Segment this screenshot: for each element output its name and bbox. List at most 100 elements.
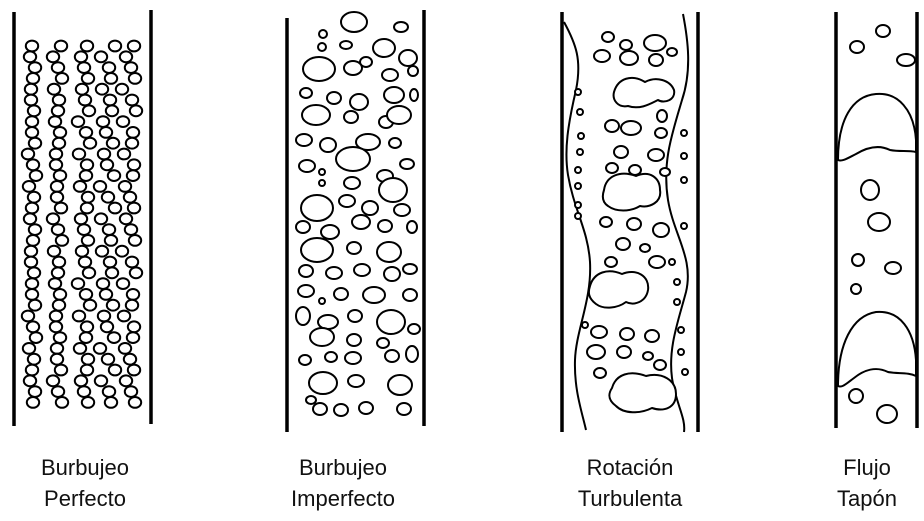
- bubble: [51, 181, 63, 192]
- bubble: [344, 177, 360, 189]
- bubble: [617, 346, 631, 358]
- taylor-bubble: [838, 312, 916, 387]
- bubble: [681, 223, 687, 229]
- bubble: [669, 259, 675, 265]
- bubble: [50, 149, 62, 160]
- bubble: [127, 289, 139, 300]
- bubble: [352, 215, 370, 229]
- bubble: [373, 39, 395, 57]
- bubble: [52, 224, 64, 235]
- bubble: [107, 138, 119, 149]
- bubble: [347, 334, 361, 346]
- bubble: [124, 354, 136, 365]
- bubble: [55, 365, 67, 376]
- bubble: [55, 41, 67, 52]
- bubble: [302, 105, 330, 125]
- bubble: [81, 321, 93, 332]
- bubble: [318, 315, 338, 329]
- bubble: [385, 350, 399, 362]
- bubble: [309, 372, 337, 394]
- bubble: [24, 375, 36, 386]
- bubble: [678, 327, 684, 333]
- bubble: [24, 213, 36, 224]
- bubble: [377, 242, 401, 262]
- bubble: [128, 321, 140, 332]
- bubble: [606, 163, 618, 173]
- bubble: [128, 365, 140, 376]
- label-line-2: Perfecto: [10, 483, 160, 514]
- bubble: [340, 41, 352, 49]
- bubble: [54, 332, 66, 343]
- bubble: [94, 343, 106, 354]
- bubble: [84, 300, 96, 311]
- bubble: [117, 116, 129, 127]
- bubble: [876, 25, 890, 37]
- bubble: [403, 264, 417, 274]
- bubble: [321, 225, 339, 239]
- bubble: [26, 203, 38, 214]
- bubble: [80, 127, 92, 138]
- bubble: [79, 95, 91, 106]
- bubble: [74, 343, 86, 354]
- bubble: [51, 354, 63, 365]
- bubble: [49, 278, 61, 289]
- bubble: [861, 180, 879, 200]
- bubble: [575, 202, 581, 208]
- bubble: [109, 203, 121, 214]
- bubble: [341, 12, 367, 32]
- bubble: [128, 41, 140, 52]
- bubble: [605, 120, 619, 132]
- bubble: [118, 311, 130, 322]
- bubble: [80, 289, 92, 300]
- bubble: [377, 310, 405, 334]
- bubble: [83, 267, 95, 278]
- bubble: [120, 51, 132, 62]
- bubble: [327, 92, 341, 104]
- bubble: [25, 84, 37, 95]
- bubble: [296, 221, 310, 233]
- gas-pocket: [603, 174, 660, 211]
- bubble: [126, 138, 138, 149]
- label-line-1: Burbujeo: [10, 452, 160, 483]
- bubble: [400, 159, 414, 169]
- bubble: [48, 246, 60, 257]
- bubble: [83, 105, 95, 116]
- bubble: [301, 195, 333, 221]
- bubble: [605, 257, 617, 267]
- bubble: [394, 204, 410, 216]
- bubble: [339, 195, 355, 207]
- bubble: [26, 116, 38, 127]
- bubble: [298, 285, 314, 297]
- bubble: [344, 111, 358, 123]
- bubble: [681, 130, 687, 136]
- bubble: [620, 40, 632, 50]
- bubble: [575, 183, 581, 189]
- bubble: [52, 386, 64, 397]
- bubble: [682, 369, 688, 375]
- bubble: [48, 84, 60, 95]
- bubble: [81, 365, 93, 376]
- bubble: [25, 257, 37, 268]
- bubble: [105, 73, 117, 84]
- bubble: [78, 386, 90, 397]
- bubble: [100, 127, 112, 138]
- bubble: [310, 328, 334, 346]
- bubble: [128, 203, 140, 214]
- bubble: [97, 278, 109, 289]
- bubble: [96, 84, 108, 95]
- label-perfect-bubbly: Burbujeo Perfecto: [10, 452, 160, 514]
- bubble: [109, 41, 121, 52]
- bubble: [109, 365, 121, 376]
- bubble: [575, 167, 581, 173]
- bubble: [101, 159, 113, 170]
- bubble: [130, 267, 142, 278]
- bubble: [653, 223, 669, 237]
- panel-perfect-bubbly: [14, 10, 151, 426]
- bubble: [29, 138, 41, 149]
- bubble: [377, 338, 389, 348]
- bubble: [75, 213, 87, 224]
- bubble: [125, 386, 137, 397]
- bubble: [54, 127, 66, 138]
- bubble: [53, 138, 65, 149]
- bubble: [95, 375, 107, 386]
